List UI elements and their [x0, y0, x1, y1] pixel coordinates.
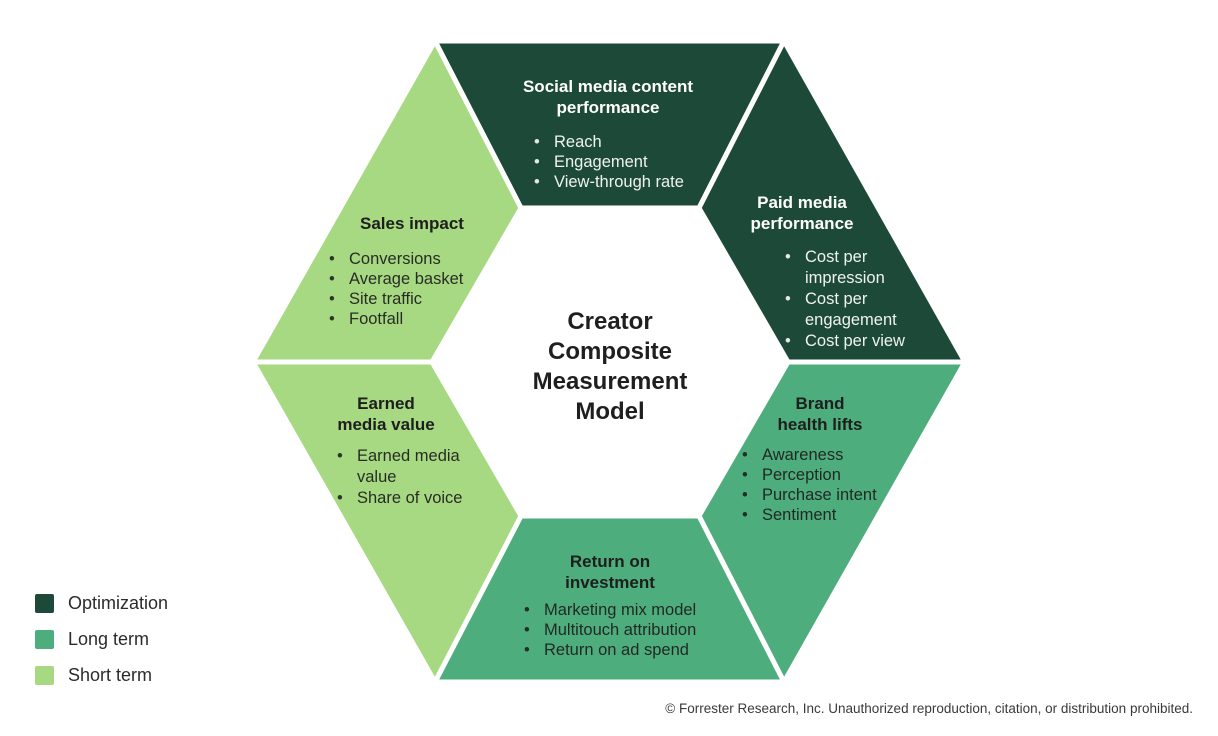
segment-title: Return on investment: [565, 552, 655, 592]
legend-label-short-term: Short term: [68, 665, 153, 685]
bullet-item: Conversions: [327, 249, 463, 269]
segment-title: Brand health lifts: [777, 394, 863, 434]
segment-bullet-list: Cost per impression Cost per engagement …: [783, 247, 905, 352]
bullet-item: Average basket: [327, 269, 463, 289]
copyright-notice: © Forrester Research, Inc. Unauthorized …: [665, 701, 1193, 716]
segment-bullet-list: Awareness Perception Purchase intent Sen…: [740, 445, 877, 525]
legend-swatch-short-term: [35, 666, 54, 685]
legend-label-long-term: Long term: [68, 629, 150, 649]
bullet-item: View-through rate: [532, 172, 684, 192]
segment-text-brand-health-lifts: Brand health lifts Awareness Perception …: [730, 393, 910, 525]
segment-title: Sales impact: [360, 214, 464, 233]
legend-swatch-long-term: [35, 630, 54, 649]
segment-text-return-on-investment: Return on investment Marketing mix model…: [500, 551, 720, 660]
bullet-item: Marketing mix model: [522, 600, 696, 620]
bullet-item: Multitouch attribution: [522, 620, 696, 640]
bullet-item: Cost per engagement: [783, 289, 905, 331]
segment-text-sales-impact: Sales impact Conversions Average basket …: [322, 213, 502, 329]
bullet-item: Footfall: [327, 309, 463, 329]
segment-title: Social media content performance: [522, 77, 694, 117]
segment-bullet-list: Reach Engagement View-through rate: [532, 132, 684, 192]
segment-text-paid-media-performance: Paid media performance Cost per impressi…: [742, 192, 905, 352]
segment-title: Earned media value: [337, 394, 435, 434]
bullet-item: Return on ad spend: [522, 640, 696, 660]
segment-bullet-list: Marketing mix model Multitouch attributi…: [522, 600, 696, 660]
bullet-item: Earned media value: [335, 446, 462, 488]
bullet-item: Share of voice: [335, 488, 462, 509]
segment-text-social-media-content-performance: Social media content performance Reach E…: [448, 76, 768, 192]
legend-item-long-term: Long term: [35, 630, 168, 649]
legend-item-short-term: Short term: [35, 666, 168, 685]
segment-title: Paid media performance: [750, 193, 854, 233]
segment-text-earned-media-value: Earned media value Earned media value Sh…: [306, 393, 466, 509]
bullet-item: Reach: [532, 132, 684, 152]
bullet-item: Engagement: [532, 152, 684, 172]
legend-item-optimization: Optimization: [35, 594, 168, 613]
bullet-item: Cost per impression: [783, 247, 905, 289]
segment-bullet-list: Earned media value Share of voice: [335, 446, 462, 509]
segment-bullet-list: Conversions Average basket Site traffic …: [327, 249, 463, 329]
bullet-item: Site traffic: [327, 289, 463, 309]
bullet-item: Purchase intent: [740, 485, 877, 505]
bullet-item: Perception: [740, 465, 877, 485]
legend-swatch-optimization: [35, 594, 54, 613]
bullet-item: Sentiment: [740, 505, 877, 525]
legend-label-optimization: Optimization: [68, 593, 169, 613]
bullet-item: Cost per view: [783, 331, 905, 352]
legend: Optimization Long term Short term: [35, 594, 168, 702]
bullet-item: Awareness: [740, 445, 877, 465]
diagram-center-title: Creator Composite Measurement Model: [532, 308, 688, 425]
